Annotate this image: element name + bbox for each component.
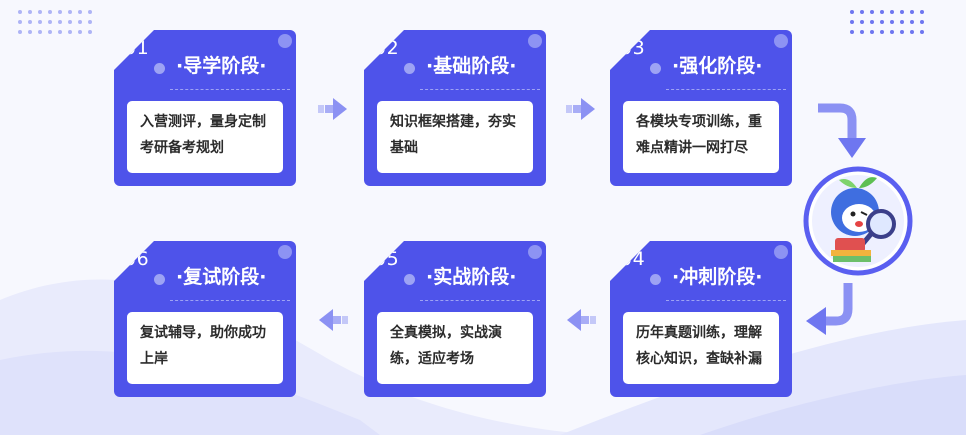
decor-dots-right: [850, 10, 930, 40]
stage-card-05: 05 ·实战阶段· 全真模拟，实战演练，适应考场: [364, 241, 546, 397]
decor-dots-left: [18, 10, 98, 40]
stage-description: 入营测评，量身定制考研备考规划: [127, 101, 283, 173]
stage-description: 历年真题训练，理解核心知识，查缺补漏: [623, 312, 779, 384]
stage-description: 知识框架搭建，夯实基础: [377, 101, 533, 173]
stage-title: ·强化阶段·: [672, 55, 763, 77]
corner-dot: [278, 34, 292, 48]
stage-title: ·冲刺阶段·: [672, 266, 763, 288]
corner-dot: [774, 245, 788, 259]
arrow-left-icon: [319, 309, 348, 331]
number-dot: [404, 274, 415, 285]
corner-dot: [528, 34, 542, 48]
corner-dot: [528, 245, 542, 259]
arrow-left-turn-icon: [806, 283, 853, 335]
mascot-with-magnifier-icon: [803, 166, 913, 276]
number-dot: [404, 63, 415, 74]
divider: [420, 89, 540, 90]
stage-title: ·导学阶段·: [176, 55, 267, 77]
stage-card-03: 03 ·强化阶段· 各模块专项训练，重难点精讲一网打尽: [610, 30, 792, 186]
number-dot: [650, 274, 661, 285]
stage-card-06: 06 ·复试阶段· 复试辅导，助你成功上岸: [114, 241, 296, 397]
stage-title: ·基础阶段·: [426, 55, 517, 77]
arrow-left-icon: [567, 309, 596, 331]
stage-card-02: 02 ·基础阶段· 知识框架搭建，夯实基础: [364, 30, 546, 186]
divider: [170, 89, 290, 90]
stage-description: 各模块专项训练，重难点精讲一网打尽: [623, 101, 779, 173]
stage-description: 复试辅导，助你成功上岸: [127, 312, 283, 384]
divider: [170, 300, 290, 301]
divider: [420, 300, 540, 301]
corner-dot: [278, 245, 292, 259]
arrow-right-icon: [566, 98, 595, 120]
divider: [666, 89, 786, 90]
stage-title: ·复试阶段·: [176, 266, 267, 288]
number-dot: [650, 63, 661, 74]
divider: [666, 300, 786, 301]
stage-card-01: 01 ·导学阶段· 入营测评，量身定制考研备考规划: [114, 30, 296, 186]
stage-description: 全真模拟，实战演练，适应考场: [377, 312, 533, 384]
stage-card-04: 04 ·冲刺阶段· 历年真题训练，理解核心知识，查缺补漏: [610, 241, 792, 397]
number-dot: [154, 274, 165, 285]
arrow-right-icon: [318, 98, 347, 120]
stage-title: ·实战阶段·: [426, 266, 517, 288]
corner-dot: [774, 34, 788, 48]
number-dot: [154, 63, 165, 74]
arrow-down-turn-icon: [818, 103, 866, 158]
